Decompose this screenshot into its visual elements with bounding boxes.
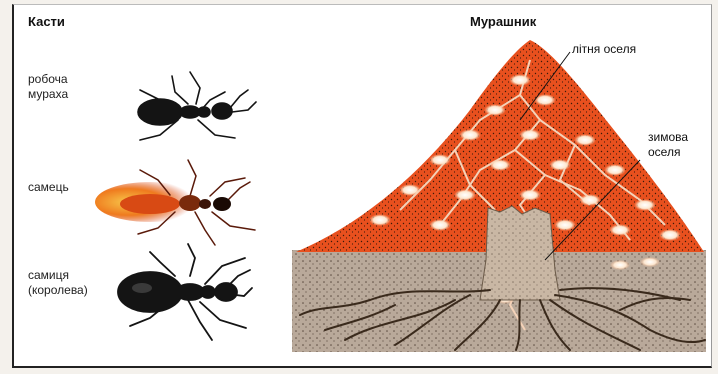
queen-caste-line2: (королева)	[28, 283, 88, 298]
queen-caste-label: самиця (королева)	[28, 268, 88, 298]
worker-ant-icon	[138, 72, 256, 140]
summer-dwelling-text: літня оселя	[572, 42, 636, 57]
male-caste-line1: самець	[28, 180, 69, 195]
winter-dwelling-label: зимова оселя	[648, 130, 688, 160]
tree-stump	[480, 206, 560, 300]
queen-caste-line1: самиця	[28, 268, 88, 283]
winter-dwelling-line2: оселя	[648, 145, 688, 160]
worker-caste-label: робоча мураха	[28, 72, 68, 102]
worker-caste-line2: мураха	[28, 87, 68, 102]
anthill-title: Мурашник	[470, 14, 536, 29]
castes-title: Касти	[28, 14, 65, 29]
queen-ant-icon	[118, 244, 252, 340]
worker-caste-line1: робоча	[28, 72, 68, 87]
summer-dwelling-label: літня оселя	[572, 42, 636, 57]
winter-dwelling-line1: зимова	[648, 130, 688, 145]
male-ant-icon	[95, 160, 255, 245]
male-caste-label: самець	[28, 180, 69, 195]
